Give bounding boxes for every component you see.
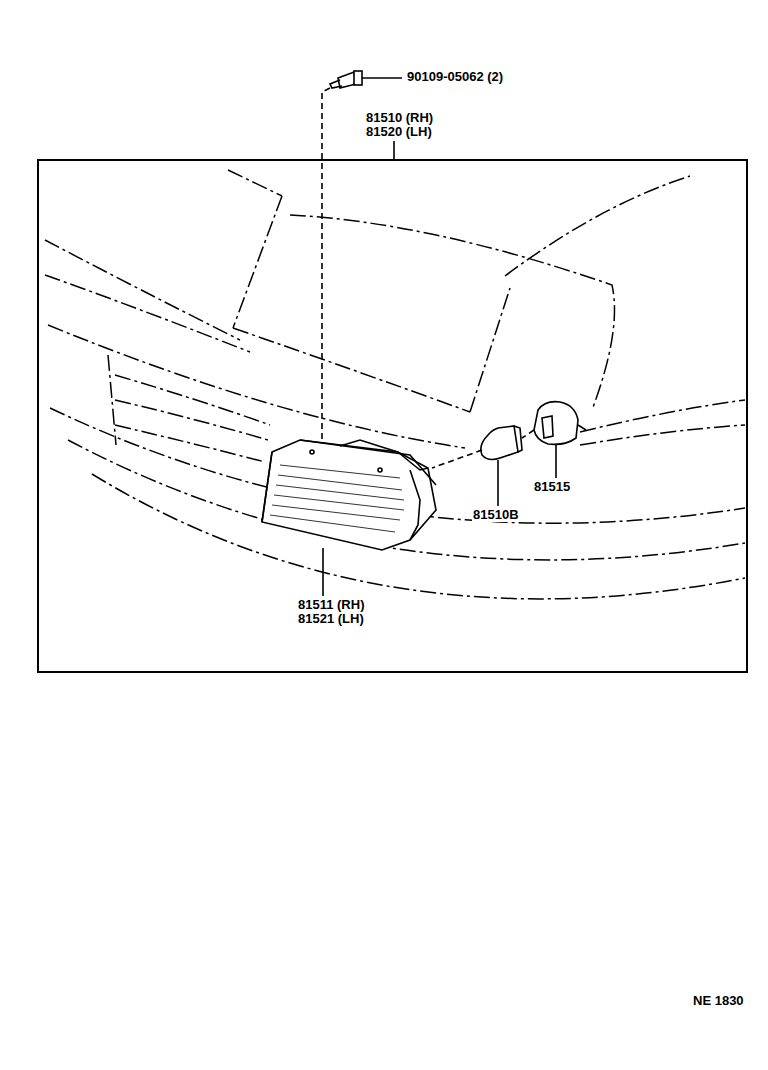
part-number: 81510B: [472, 508, 520, 522]
part-number: 81521 (LH): [297, 612, 365, 626]
part-number: 81511 (RH): [297, 598, 365, 612]
part-number: 81510 (RH): [365, 111, 434, 125]
part-number: 81515: [533, 480, 571, 494]
figure-code: NE 1830: [692, 994, 745, 1008]
part-number: 81520 (LH): [365, 125, 433, 139]
part-number: 90109-05062 (2): [406, 70, 504, 84]
